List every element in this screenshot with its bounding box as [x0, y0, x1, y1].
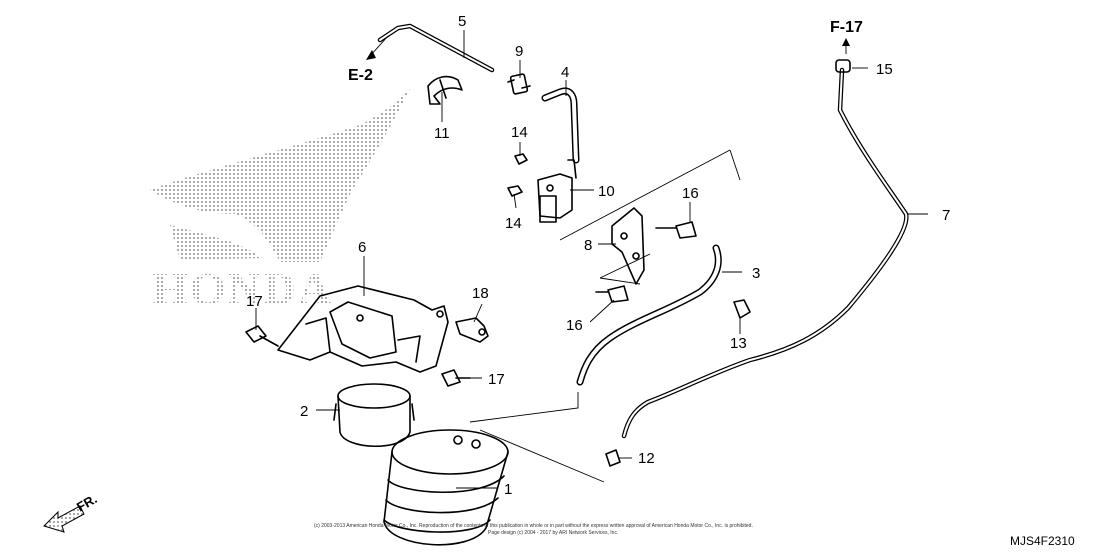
callout-16-upper: 16	[682, 185, 699, 202]
copyright-line-1: (c) 2003-2013 American Honda Motor Co., …	[314, 523, 753, 529]
callout-16-lower: 16	[566, 317, 583, 334]
leader-lines	[255, 30, 928, 489]
arrow-f17	[842, 38, 850, 46]
part-9-fitting	[507, 73, 531, 95]
callout-6: 6	[358, 239, 366, 256]
part-4-hose	[541, 87, 580, 164]
part-3-hose	[469, 244, 722, 423]
ref-e2: E-2	[348, 67, 373, 84]
callout-10: 10	[598, 183, 615, 200]
honda-watermark-text: HONDA	[152, 263, 333, 314]
callout-17-right: 17	[488, 371, 505, 388]
part-16-bolt-upper	[655, 221, 697, 239]
part-13-clip	[733, 299, 751, 319]
callout-12: 12	[638, 450, 655, 467]
arrow-e2	[366, 50, 376, 60]
part-10-valve	[537, 159, 577, 223]
part-14-bolt-upper	[514, 153, 528, 165]
part-14-bolt-lower	[507, 185, 523, 197]
honda-wing-watermark: HONDA	[150, 85, 412, 314]
part-18-bolt	[455, 317, 489, 343]
part-6-bracket	[277, 285, 449, 373]
part-16-bolt-lower	[595, 285, 629, 303]
callout-labels: 5 9 4 11 14 14 10 16 8 3 16 13 7 15 6 17…	[246, 13, 950, 498]
callout-14-lower: 14	[505, 215, 522, 232]
part-12-clip	[479, 429, 621, 483]
part-15-cap	[835, 38, 851, 73]
part-17-bolt-left	[245, 325, 279, 347]
callout-11: 11	[434, 125, 450, 142]
callout-3: 3	[752, 265, 760, 282]
callout-1: 1	[504, 481, 512, 498]
callout-15: 15	[876, 61, 893, 78]
callout-5: 5	[458, 13, 466, 30]
copyright-line-2: Page design (c) 2004 - 2017 by ARI Netwo…	[488, 530, 618, 536]
part-8-bracket	[559, 149, 741, 285]
front-arrow-icon	[43, 505, 85, 533]
diagram-code: MJS4F2310	[1010, 534, 1075, 548]
callout-8: 8	[584, 237, 592, 254]
part-5-tube	[366, 23, 495, 73]
part-1-canister	[383, 429, 509, 546]
callout-2: 2	[300, 403, 308, 420]
part-11-clip	[427, 75, 463, 105]
callout-9: 9	[515, 43, 523, 60]
callout-14-upper: 14	[511, 124, 528, 141]
callout-4: 4	[561, 64, 569, 81]
ref-f17: F-17	[830, 19, 863, 36]
part-7-tube	[621, 67, 909, 439]
callout-7: 7	[942, 207, 950, 224]
callout-13: 13	[730, 335, 747, 352]
callout-17-left: 17	[246, 293, 263, 310]
part-2-band	[333, 383, 415, 448]
callout-18: 18	[472, 285, 489, 302]
front-direction-marker: FR.	[43, 491, 100, 533]
